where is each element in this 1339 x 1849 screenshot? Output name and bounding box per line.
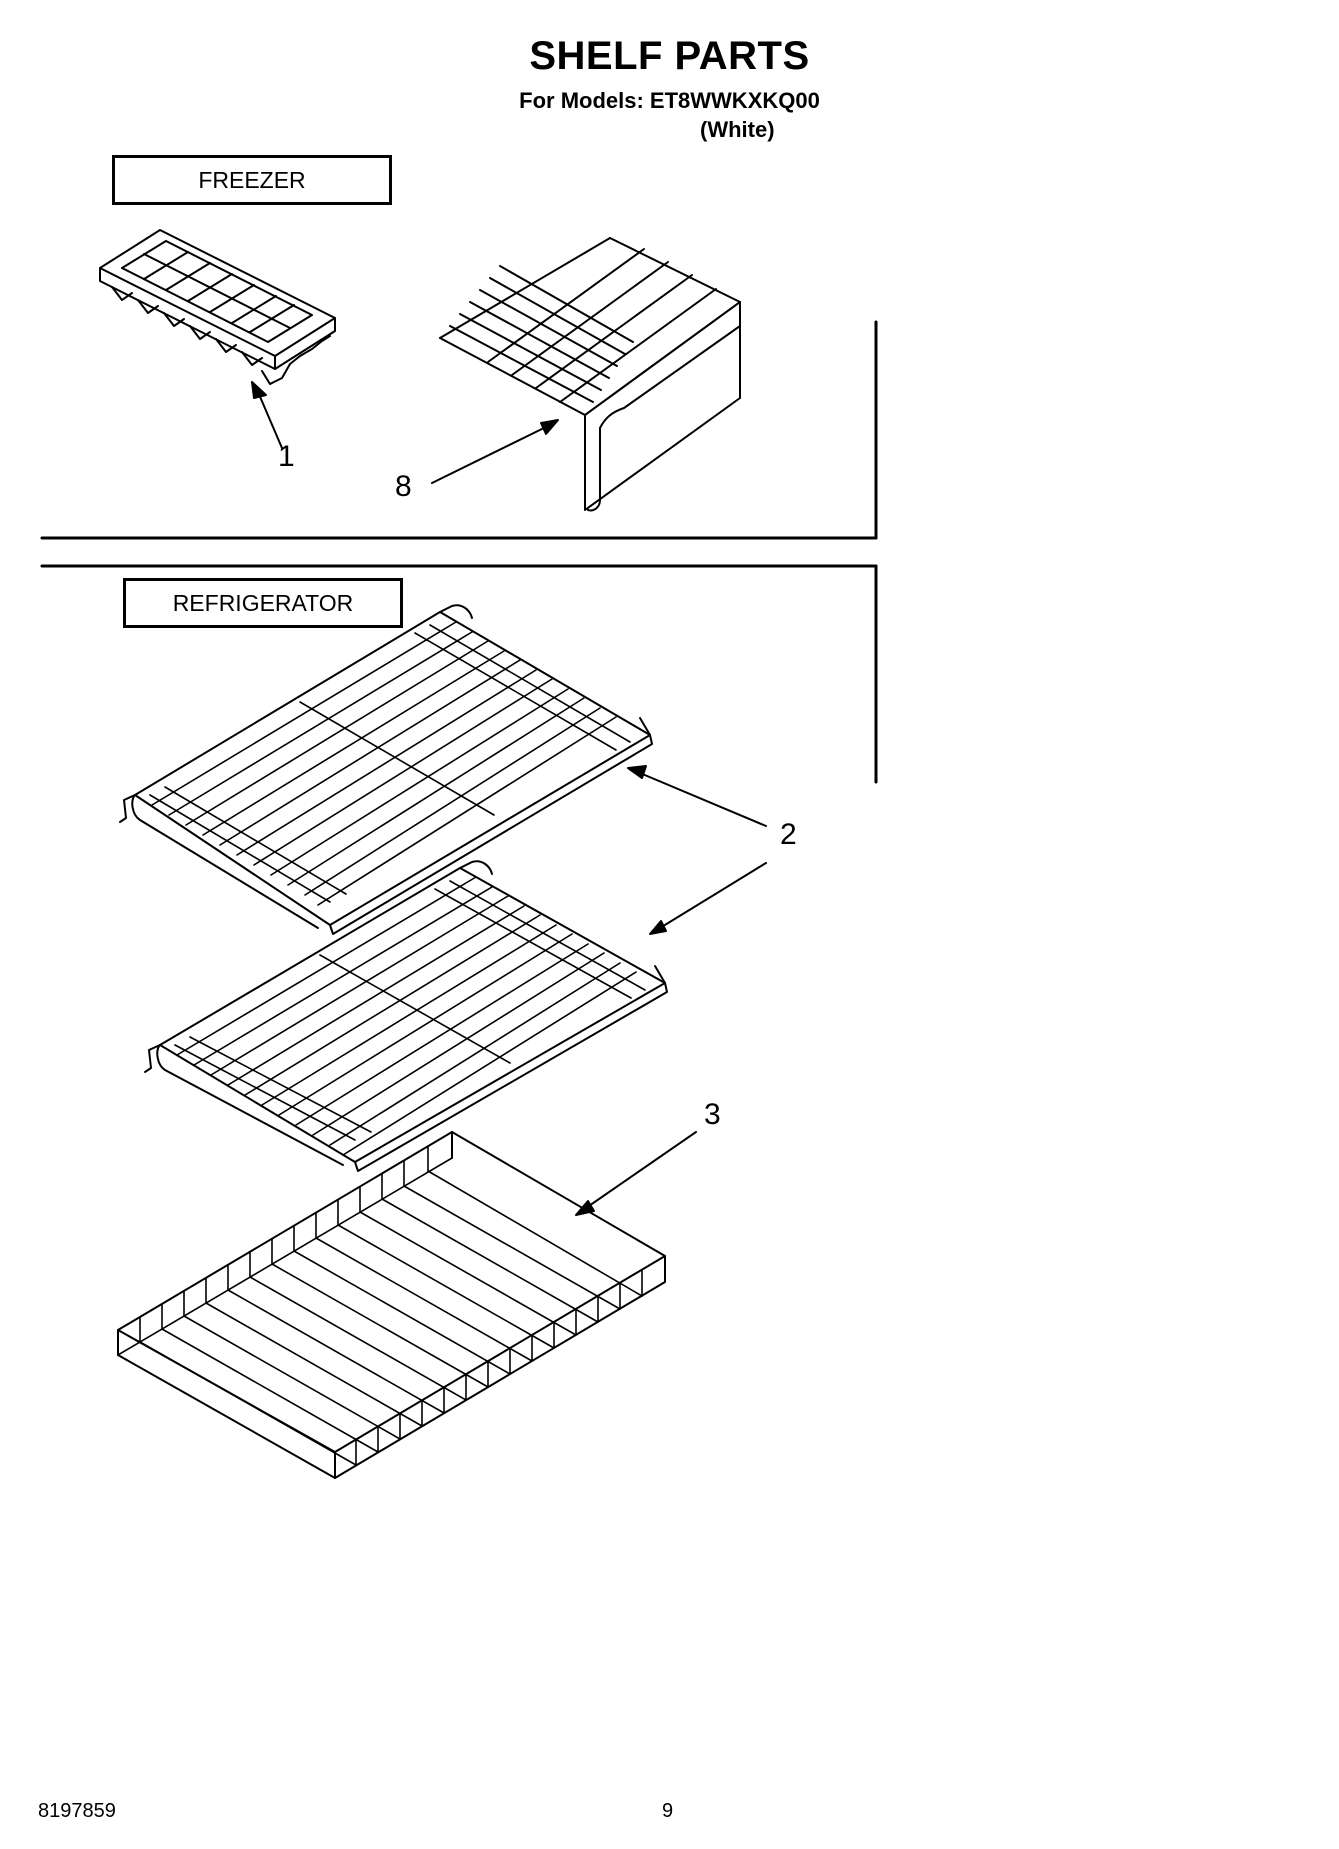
refrigerator-section-border (40, 564, 878, 784)
callout-leader-2 (627, 765, 767, 935)
callout-number-3: 3 (704, 1098, 721, 1131)
crisper-frame-drawing (117, 1131, 666, 1479)
freezer-section-border (40, 320, 878, 540)
refrigerator-shelf-lower (144, 860, 668, 1172)
callout-leader-1 (251, 381, 283, 449)
callout-number-1: 1 (278, 440, 295, 473)
page-title: SHELF PARTS (529, 34, 810, 78)
refrigerator-section-label: REFRIGERATOR (123, 578, 403, 628)
page-number: 9 (662, 1800, 674, 1822)
ice-tray-drawing (99, 229, 336, 385)
callout-leader-8 (431, 419, 559, 484)
callout-leader-3 (575, 1131, 697, 1216)
freezer-shelf-drawing (439, 237, 741, 512)
document-part-number: 8197859 (38, 1800, 116, 1822)
callout-number-2: 2 (780, 818, 797, 851)
callout-number-8: 8 (395, 470, 412, 503)
refrigerator-shelf-upper (119, 604, 653, 935)
color-line: (White) (700, 117, 775, 142)
models-line: For Models: ET8WWKXKQ00 (519, 88, 820, 113)
freezer-section-label: FREEZER (112, 155, 392, 205)
